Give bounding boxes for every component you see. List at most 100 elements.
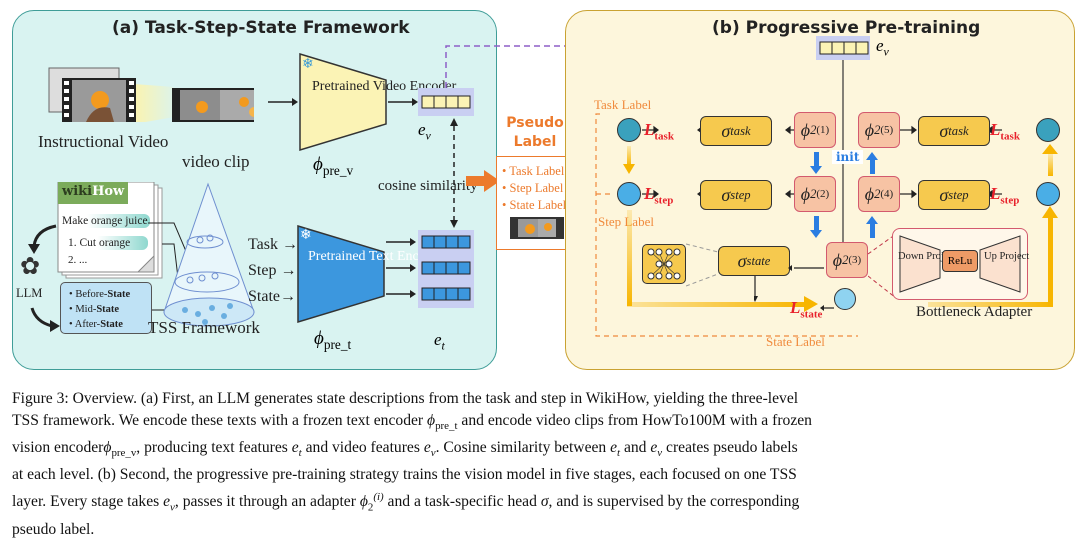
text-input-step: Step → xyxy=(248,262,297,279)
cosine-similarity-arrow xyxy=(450,118,458,228)
init-label: init xyxy=(832,150,864,164)
step-label-node-right xyxy=(1036,182,1060,206)
loss-task-left: Ltask xyxy=(644,120,674,142)
phi-subscript: 2 xyxy=(810,122,817,137)
caption-text: , passes it through an adapter xyxy=(174,493,360,511)
loss-subscript: task xyxy=(1000,130,1020,143)
state-prefix: Mid- xyxy=(75,304,97,315)
caption-e: e xyxy=(163,493,171,511)
step-label-tag: Step Label xyxy=(598,214,654,229)
phi-subscript: pre_t xyxy=(323,336,352,352)
caption-text: and a task-specific head xyxy=(383,493,541,511)
caption-line-5: layer. Every stage takes ev, passes it t… xyxy=(12,486,1072,518)
pseudo-label-text: Task Label xyxy=(509,164,565,178)
phi-subscript: 2 xyxy=(874,186,881,201)
loss-subscript: state xyxy=(800,308,823,321)
network-dashed-links xyxy=(686,243,719,287)
state-before: • Before-State xyxy=(69,289,131,300)
phi-symbol: ϕ xyxy=(314,328,324,349)
state-prefix: Before- xyxy=(75,289,108,300)
caption-sub: pre_v xyxy=(111,447,137,460)
state-head-arrows xyxy=(754,265,834,311)
loss-symbol: L xyxy=(990,184,1001,203)
task-label-node-right xyxy=(1036,118,1060,142)
caption-sub: t xyxy=(298,447,302,460)
frozen-snowflake-icon: ❄ xyxy=(302,56,314,72)
caption-sub: t xyxy=(617,447,621,460)
text-input-label: State xyxy=(248,288,280,305)
ev-label: ev xyxy=(418,120,431,143)
sigma-subscript: task xyxy=(948,123,969,138)
cosine-similarity-label: cosine similarity xyxy=(378,178,478,194)
text-encoder-symbol: ϕpre_t xyxy=(314,328,351,353)
init-arrows xyxy=(810,152,878,238)
loss-step-left: Lstep xyxy=(644,184,673,206)
text-input-task: Task → xyxy=(248,236,298,253)
loss-symbol: L xyxy=(790,298,801,317)
sigma-symbol: σ xyxy=(721,120,731,141)
loss-step-right: Lstep xyxy=(990,184,1019,206)
text-features-arrows xyxy=(386,238,416,298)
wikihow-step-2: 2. ... xyxy=(68,254,88,266)
llm-label: LLM xyxy=(16,286,43,300)
state-prefix: After- xyxy=(74,319,101,330)
sigma-subscript: state xyxy=(746,253,771,268)
caption-phi: ϕ xyxy=(103,439,112,457)
llm-flow-arrows xyxy=(28,224,60,332)
loss-subscript: step xyxy=(654,194,674,207)
caption-e: e xyxy=(610,439,618,457)
adapter-up-project: Up Project xyxy=(984,251,1030,262)
pseudo-label-text: Step Label xyxy=(509,181,564,195)
caption-text: creates pseudo labels xyxy=(662,439,798,457)
loss-state: Lstate xyxy=(790,298,822,320)
phi-subscript: 2 xyxy=(842,252,849,267)
wikihow-step-1: 1. Cut orange xyxy=(64,236,149,250)
caption-line-6: pseudo label. xyxy=(12,520,95,538)
state-label-tag: State Label xyxy=(766,334,825,349)
loss-symbol: L xyxy=(644,184,655,203)
feature-cells-icon xyxy=(819,41,869,55)
wikihow-task: Make orange juice xyxy=(60,214,150,228)
wikihow-document-icon xyxy=(57,182,163,279)
caption-text: and xyxy=(620,439,651,457)
e-symbol: e xyxy=(418,120,426,139)
phi-symbol: ϕ xyxy=(832,249,843,270)
phi-symbol: ϕ xyxy=(313,154,323,175)
neural-network-icon xyxy=(642,244,686,284)
caption-text: TSS framework. We encode these texts wit… xyxy=(12,412,428,429)
tss-framework-label: TSS Framework xyxy=(148,318,260,337)
feature-cells-icon xyxy=(421,95,471,109)
et-label: et xyxy=(434,330,445,353)
pseudo-label-title: Pseudo Label xyxy=(506,115,564,150)
caption-sub: pre_t xyxy=(435,420,458,433)
instructional-video-label: Instructional Video xyxy=(38,132,169,151)
frozen-snowflake-icon: ❄ xyxy=(300,227,312,243)
instructional-video-icon xyxy=(48,67,254,122)
caption-line-2: TSS framework. We encode these texts wit… xyxy=(12,410,1072,437)
adapter-trapezoids xyxy=(899,235,1021,293)
sigma-symbol: σ xyxy=(939,184,949,205)
pseudo-label-task: • Task Label xyxy=(502,164,565,178)
phi-subscript: 2 xyxy=(874,122,881,137)
caption-line-3: vision encoderϕpre_v, producing text fea… xyxy=(12,437,1072,464)
step-label-node xyxy=(617,182,641,206)
caption-e: e xyxy=(291,439,299,457)
loss-task-right: Ltask xyxy=(990,120,1020,142)
text-input-label: Step xyxy=(248,262,277,279)
label-dashed-lines xyxy=(595,113,858,337)
caption-text: vision encoder xyxy=(12,439,104,457)
caption-sup: (i) xyxy=(373,491,384,504)
task-label-tag: Task Label xyxy=(594,97,652,112)
pseudo-label-arrow xyxy=(466,170,500,192)
pseudo-label-text: State Label xyxy=(509,198,567,212)
caption-sub: v xyxy=(430,447,436,460)
phi-stage: (5) xyxy=(880,124,894,136)
